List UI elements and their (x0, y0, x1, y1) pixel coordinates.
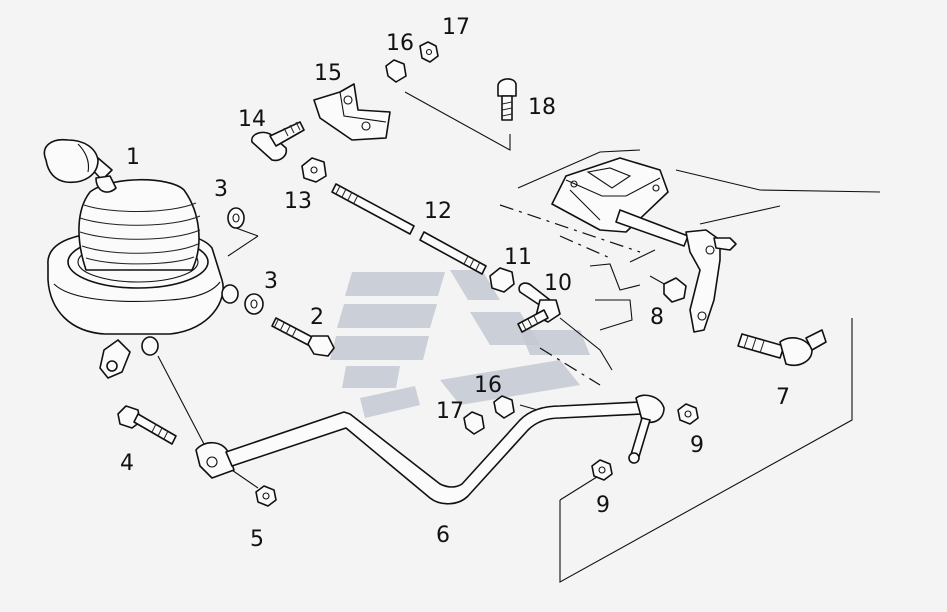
reference-lines (157, 91, 881, 583)
label-part-16-top: 16 (386, 31, 414, 56)
label-part-1: 1 (126, 145, 140, 170)
label-part-14: 14 (238, 107, 266, 132)
watermark-logo (330, 270, 590, 418)
part-4-bolt (117, 405, 177, 445)
label-part-9-lower: 9 (596, 493, 610, 518)
label-part-5: 5 (250, 527, 264, 552)
label-part-13: 13 (284, 189, 312, 214)
label-part-4: 4 (120, 451, 134, 476)
label-part-3-upper: 3 (214, 177, 228, 202)
callout-labels: 1 2 3 3 4 5 6 7 8 9 9 10 11 12 13 14 15 … (120, 15, 790, 552)
part-13-nut (301, 157, 327, 183)
part-3-washer-upper (227, 207, 245, 229)
part-16-nut-top (385, 59, 407, 83)
part-1-gear-lever-assembly (43, 138, 239, 379)
label-part-15: 15 (314, 61, 342, 86)
part-7-ball-joint (737, 329, 827, 366)
part-5-nut (255, 485, 277, 507)
part-9-nut-lower (591, 459, 613, 481)
label-part-6: 6 (436, 523, 450, 548)
label-part-10: 10 (544, 271, 572, 296)
part-17-nut-middle (463, 411, 485, 435)
part-3-washer-lower (244, 293, 264, 315)
part-14-bolt (251, 121, 305, 162)
label-part-2: 2 (310, 305, 324, 330)
part-2-bolt (271, 317, 335, 357)
part-18-bolt (497, 78, 517, 121)
part-16-nut-middle (493, 395, 515, 419)
part-10-fitting (517, 282, 561, 333)
part-15-bracket (313, 83, 391, 141)
part-11-nut (489, 267, 515, 293)
label-part-7: 7 (776, 385, 790, 410)
label-part-18: 18 (528, 95, 556, 120)
label-part-3-lower: 3 (264, 269, 278, 294)
gearbox-linkage-mechanism (551, 157, 737, 333)
label-part-11: 11 (504, 245, 532, 270)
part-9-nut-right (677, 403, 699, 425)
label-part-17-middle: 17 (436, 399, 464, 424)
label-part-9-right: 9 (690, 433, 704, 458)
label-part-8: 8 (650, 305, 664, 330)
part-17-nut-top (419, 41, 439, 63)
label-part-12: 12 (424, 199, 452, 224)
part-6-shift-rod (195, 394, 665, 505)
part-8-nut (663, 277, 687, 303)
part-12-threaded-rod (331, 183, 487, 275)
label-part-17-top: 17 (442, 15, 470, 40)
label-part-16-middle: 16 (474, 373, 502, 398)
